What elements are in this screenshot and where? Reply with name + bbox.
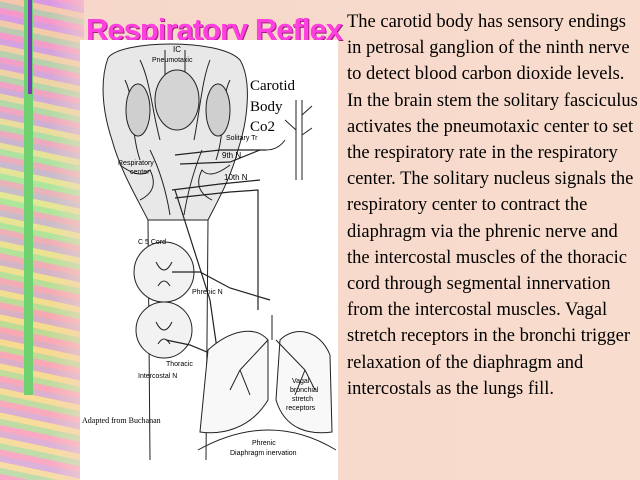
label-c5-cord: C 5 Cord	[138, 239, 166, 246]
label-ic: IC	[173, 45, 181, 54]
label-solitary-tr: Solitary Tr	[226, 135, 258, 142]
credit-label: Adapted from Buchanan	[82, 416, 161, 425]
green-bar	[24, 0, 33, 395]
label-9th-n: 9th N	[222, 151, 241, 160]
respiratory-reflex-diagram: IC Pneumotaxic Carotid Body Co2 Solitary…	[80, 40, 338, 480]
label-receptors: receptors	[286, 405, 316, 412]
label-diaphragm-inervation: Diaphragm inervation	[230, 450, 297, 457]
label-center: center	[130, 169, 150, 176]
lungs	[197, 315, 337, 451]
label-phrenic: Phrenic	[252, 440, 276, 447]
label-pneumotaxic: Pneumotaxic	[152, 57, 193, 64]
label-thoracic: Thoracic	[166, 361, 193, 368]
label-vagal: Vagal	[292, 378, 310, 385]
label-bronchial: bronchial	[290, 387, 319, 394]
label-respiratory: Respiratory	[118, 160, 154, 167]
label-carotid: Carotid	[250, 78, 295, 94]
description-text: The carotid body has sensory endings in …	[347, 12, 638, 399]
brain-stem	[102, 43, 248, 221]
label-co2: Co2	[250, 119, 275, 135]
label-body: Body	[250, 99, 283, 115]
carotid-artery	[265, 100, 313, 180]
label-intercostal-n: Intercostal N	[138, 373, 177, 380]
label-phrenic-n: Phrenic N	[192, 289, 223, 296]
label-10th-n: 10th N	[224, 173, 248, 182]
label-stretch: stretch	[292, 396, 313, 403]
purple-bar	[28, 0, 32, 94]
